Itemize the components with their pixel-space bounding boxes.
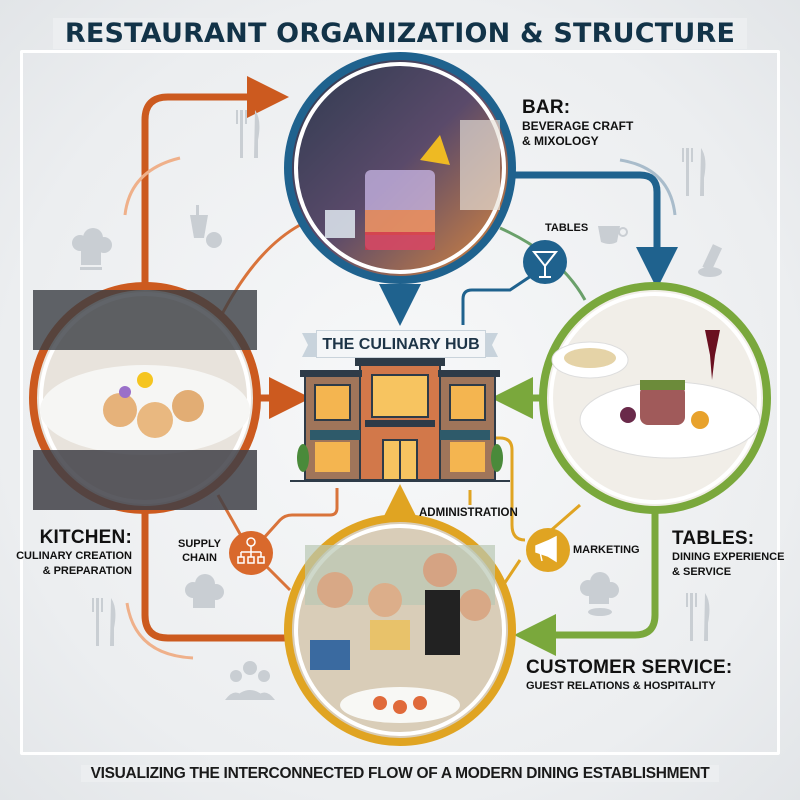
fork-knife-icon [682,148,706,196]
kitchen-to-bar-arrow [141,76,289,285]
fork-knife-icon [686,593,710,641]
kitchen-subtitle-1: CULINARY CREATION [16,550,132,562]
chef-hat-icon [185,574,224,608]
cocktail-glass-icon [531,251,559,278]
decorative-icons [72,110,723,700]
tables-to-service-arrow [514,510,659,656]
hub-label: THE CULINARY HUB [316,330,486,358]
marketing-label: MARKETING [573,544,640,556]
chef-hat-icon [580,572,619,616]
administration-label: ADMINISTRATION [419,507,518,519]
org-chart-icon [237,537,265,564]
tables-subtitle-2: & SERVICE [672,566,732,578]
bar-to-tables-arrow [505,171,678,289]
people-group-icon [225,661,275,700]
customer-service-subtitle: GUEST RELATIONS & HOSPITALITY [526,680,716,692]
mixer-icon [698,244,723,277]
footer-subtitle: VISUALIZING THE INTERCONNECTED FLOW OF A… [0,765,800,783]
coffee-cup-icon [598,226,628,244]
supply-chain-line-1: SUPPLY [178,538,222,550]
bar-label: BAR: BEVERAGE CRAFT & MIXOLOGY [522,97,633,149]
page-title: RESTAURANT ORGANIZATION & STRUCTURE [0,18,800,49]
bar-photo [325,120,500,250]
customer-service-title: CUSTOMER SERVICE: [526,657,733,678]
customer-service-photo [305,545,495,723]
tables-title: TABLES: [672,528,755,549]
kitchen-photo [33,290,257,510]
outer-frame [20,50,780,755]
mixer-icon [190,205,222,248]
kitchen-label: KITCHEN: CULINARY CREATION & PREPARATION [10,527,132,579]
bar-title: BAR: [522,97,571,118]
fork-knife-icon [92,598,116,646]
tables-label: TABLES: DINING EXPERIENCE & SERVICE [672,528,784,580]
customer-service-label: CUSTOMER SERVICE: GUEST RELATIONS & HOSP… [526,657,732,694]
bar-subtitle-2: & MIXOLOGY [522,134,599,148]
fork-knife-icon [236,110,260,158]
bar-subtitle-1: BEVERAGE CRAFT [522,119,634,133]
tables-link-label: TABLES [545,222,589,234]
kitchen-subtitle-2: & PREPARATION [42,565,132,577]
tables-photo [551,330,761,459]
megaphone-icon [535,535,557,563]
hub-building-icon [290,358,510,482]
page-title-text: RESTAURANT ORGANIZATION & STRUCTURE [52,18,748,49]
chef-hat-icon [72,228,112,270]
supply-chain-line-2: CHAIN [182,552,217,564]
kitchen-title: KITCHEN: [39,527,132,548]
kitchen-to-service-line [141,510,290,642]
footer-subtitle-text: VISUALIZING THE INTERCONNECTED FLOW OF A… [80,765,720,782]
tables-subtitle-1: DINING EXPERIENCE [672,551,785,563]
supply-chain-label: SUPPLY CHAIN [178,537,221,565]
